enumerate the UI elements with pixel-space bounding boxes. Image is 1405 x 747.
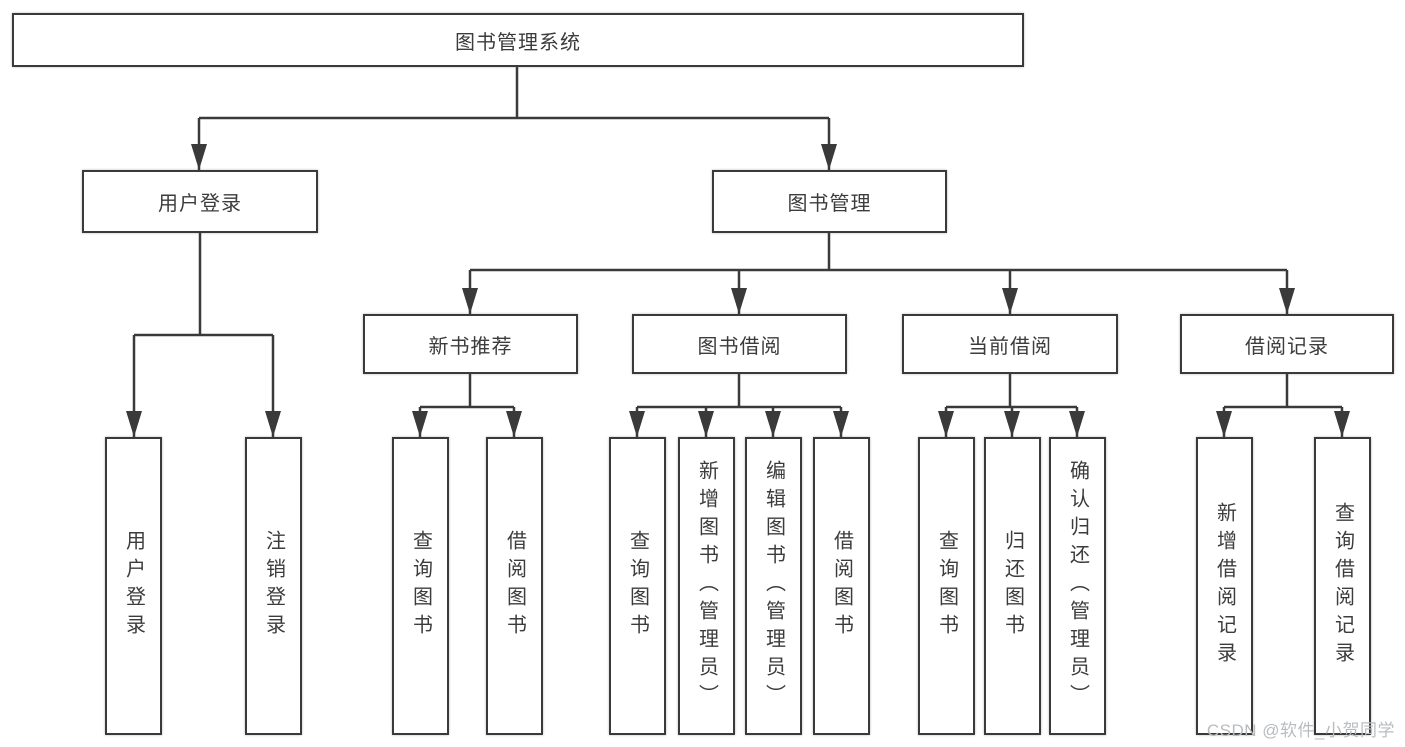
leaf-cb-query-book: 查询图书 — [918, 437, 975, 735]
leaf-bb-borrow-book: 借阅图书 — [813, 437, 870, 735]
leaf-nbr-query-book-label: 查询图书 — [409, 530, 432, 642]
node-user-login-label: 用户登录 — [158, 193, 242, 215]
node-book-management: 图书管理 — [712, 170, 947, 233]
node-new-book-recommend-label: 新书推荐 — [428, 335, 513, 358]
leaf-br-query-record-label: 查询借阅记录 — [1331, 502, 1354, 670]
leaf-user-login: 用户登录 — [105, 437, 162, 735]
node-root-system: 图书管理系统 — [12, 13, 1024, 67]
leaf-logout-login-label: 注销登录 — [262, 530, 285, 642]
leaf-user-login-label: 用户登录 — [122, 530, 145, 642]
leaf-cb-confirm-return-admin-label: 确认归还（管理员） — [1066, 460, 1089, 712]
leaf-bb-borrow-book-label: 借阅图书 — [830, 530, 853, 642]
leaf-nbr-borrow-book-label: 借阅图书 — [503, 530, 526, 642]
node-current-borrow: 当前借阅 — [902, 314, 1118, 374]
arrowheads — [126, 144, 1350, 437]
node-book-borrow: 图书借阅 — [632, 314, 847, 374]
leaf-bb-edit-book-admin-label: 编辑图书（管理员） — [762, 460, 785, 712]
csdn-watermark: CSDN @软件_小贺同学 — [1206, 721, 1395, 740]
leaf-logout-login: 注销登录 — [245, 437, 302, 735]
node-book-management-label: 图书管理 — [787, 193, 872, 215]
leaf-cb-return-book: 归还图书 — [984, 437, 1041, 735]
leaf-br-add-record: 新增借阅记录 — [1196, 437, 1253, 735]
node-user-login: 用户登录 — [82, 170, 318, 233]
leaf-bb-add-book-admin: 新增图书（管理员） — [678, 437, 735, 735]
leaf-br-add-record-label: 新增借阅记录 — [1213, 502, 1236, 670]
node-borrow-records-label: 借阅记录 — [1245, 335, 1329, 358]
node-borrow-records: 借阅记录 — [1180, 314, 1394, 374]
node-book-borrow-label: 图书借阅 — [697, 335, 782, 358]
leaf-bb-edit-book-admin: 编辑图书（管理员） — [745, 437, 802, 735]
leaf-bb-add-book-admin-label: 新增图书（管理员） — [695, 460, 718, 712]
node-root-system-label: 图书管理系统 — [455, 31, 581, 54]
leaf-cb-confirm-return-admin: 确认归还（管理员） — [1049, 437, 1106, 735]
node-new-book-recommend: 新书推荐 — [363, 314, 578, 374]
leaf-cb-query-book-label: 查询图书 — [935, 530, 958, 642]
leaf-cb-return-book-label: 归还图书 — [1001, 530, 1024, 642]
leaf-nbr-borrow-book: 借阅图书 — [486, 437, 543, 735]
node-current-borrow-label: 当前借阅 — [968, 335, 1052, 358]
leaf-nbr-query-book: 查询图书 — [392, 437, 449, 735]
leaf-br-query-record: 查询借阅记录 — [1314, 437, 1371, 735]
leaf-bb-query-book-label: 查询图书 — [626, 530, 649, 642]
leaf-bb-query-book: 查询图书 — [609, 437, 666, 735]
